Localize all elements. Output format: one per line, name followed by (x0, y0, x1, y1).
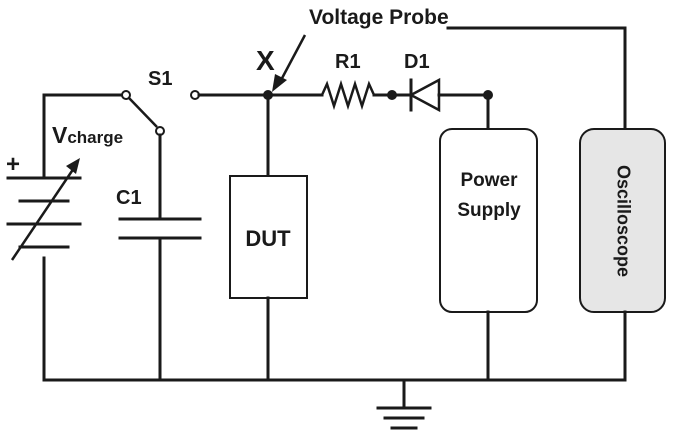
resistor-node-dot (387, 90, 397, 100)
capacitor-icon (118, 217, 202, 240)
oscilloscope-box (579, 128, 666, 313)
probe-label: Voltage Probe (309, 6, 449, 29)
power-supply-label-line2: Supply (457, 200, 521, 221)
oscilloscope-label: Oscilloscope (613, 165, 633, 277)
probe-to-scope-wire (446, 26, 627, 131)
switch-s1-icon (121, 90, 200, 136)
node-x-label: X (256, 45, 275, 76)
plus-sign: + (6, 151, 20, 178)
ground-icon (376, 378, 432, 430)
diode-icon (408, 77, 441, 113)
switch-label: S1 (148, 68, 172, 90)
power-supply-label-line1: Power (460, 170, 518, 191)
resistor-icon (320, 79, 376, 111)
battery-icon (6, 158, 82, 261)
diode-label: D1 (404, 51, 430, 73)
probe-arrow-icon (272, 34, 307, 92)
dut-box (229, 175, 308, 299)
capacitor-label: C1 (116, 187, 142, 209)
vcharge-label: Vcharge (52, 122, 123, 148)
dut-label: DUT (245, 226, 291, 251)
resistor-label: R1 (335, 51, 361, 73)
